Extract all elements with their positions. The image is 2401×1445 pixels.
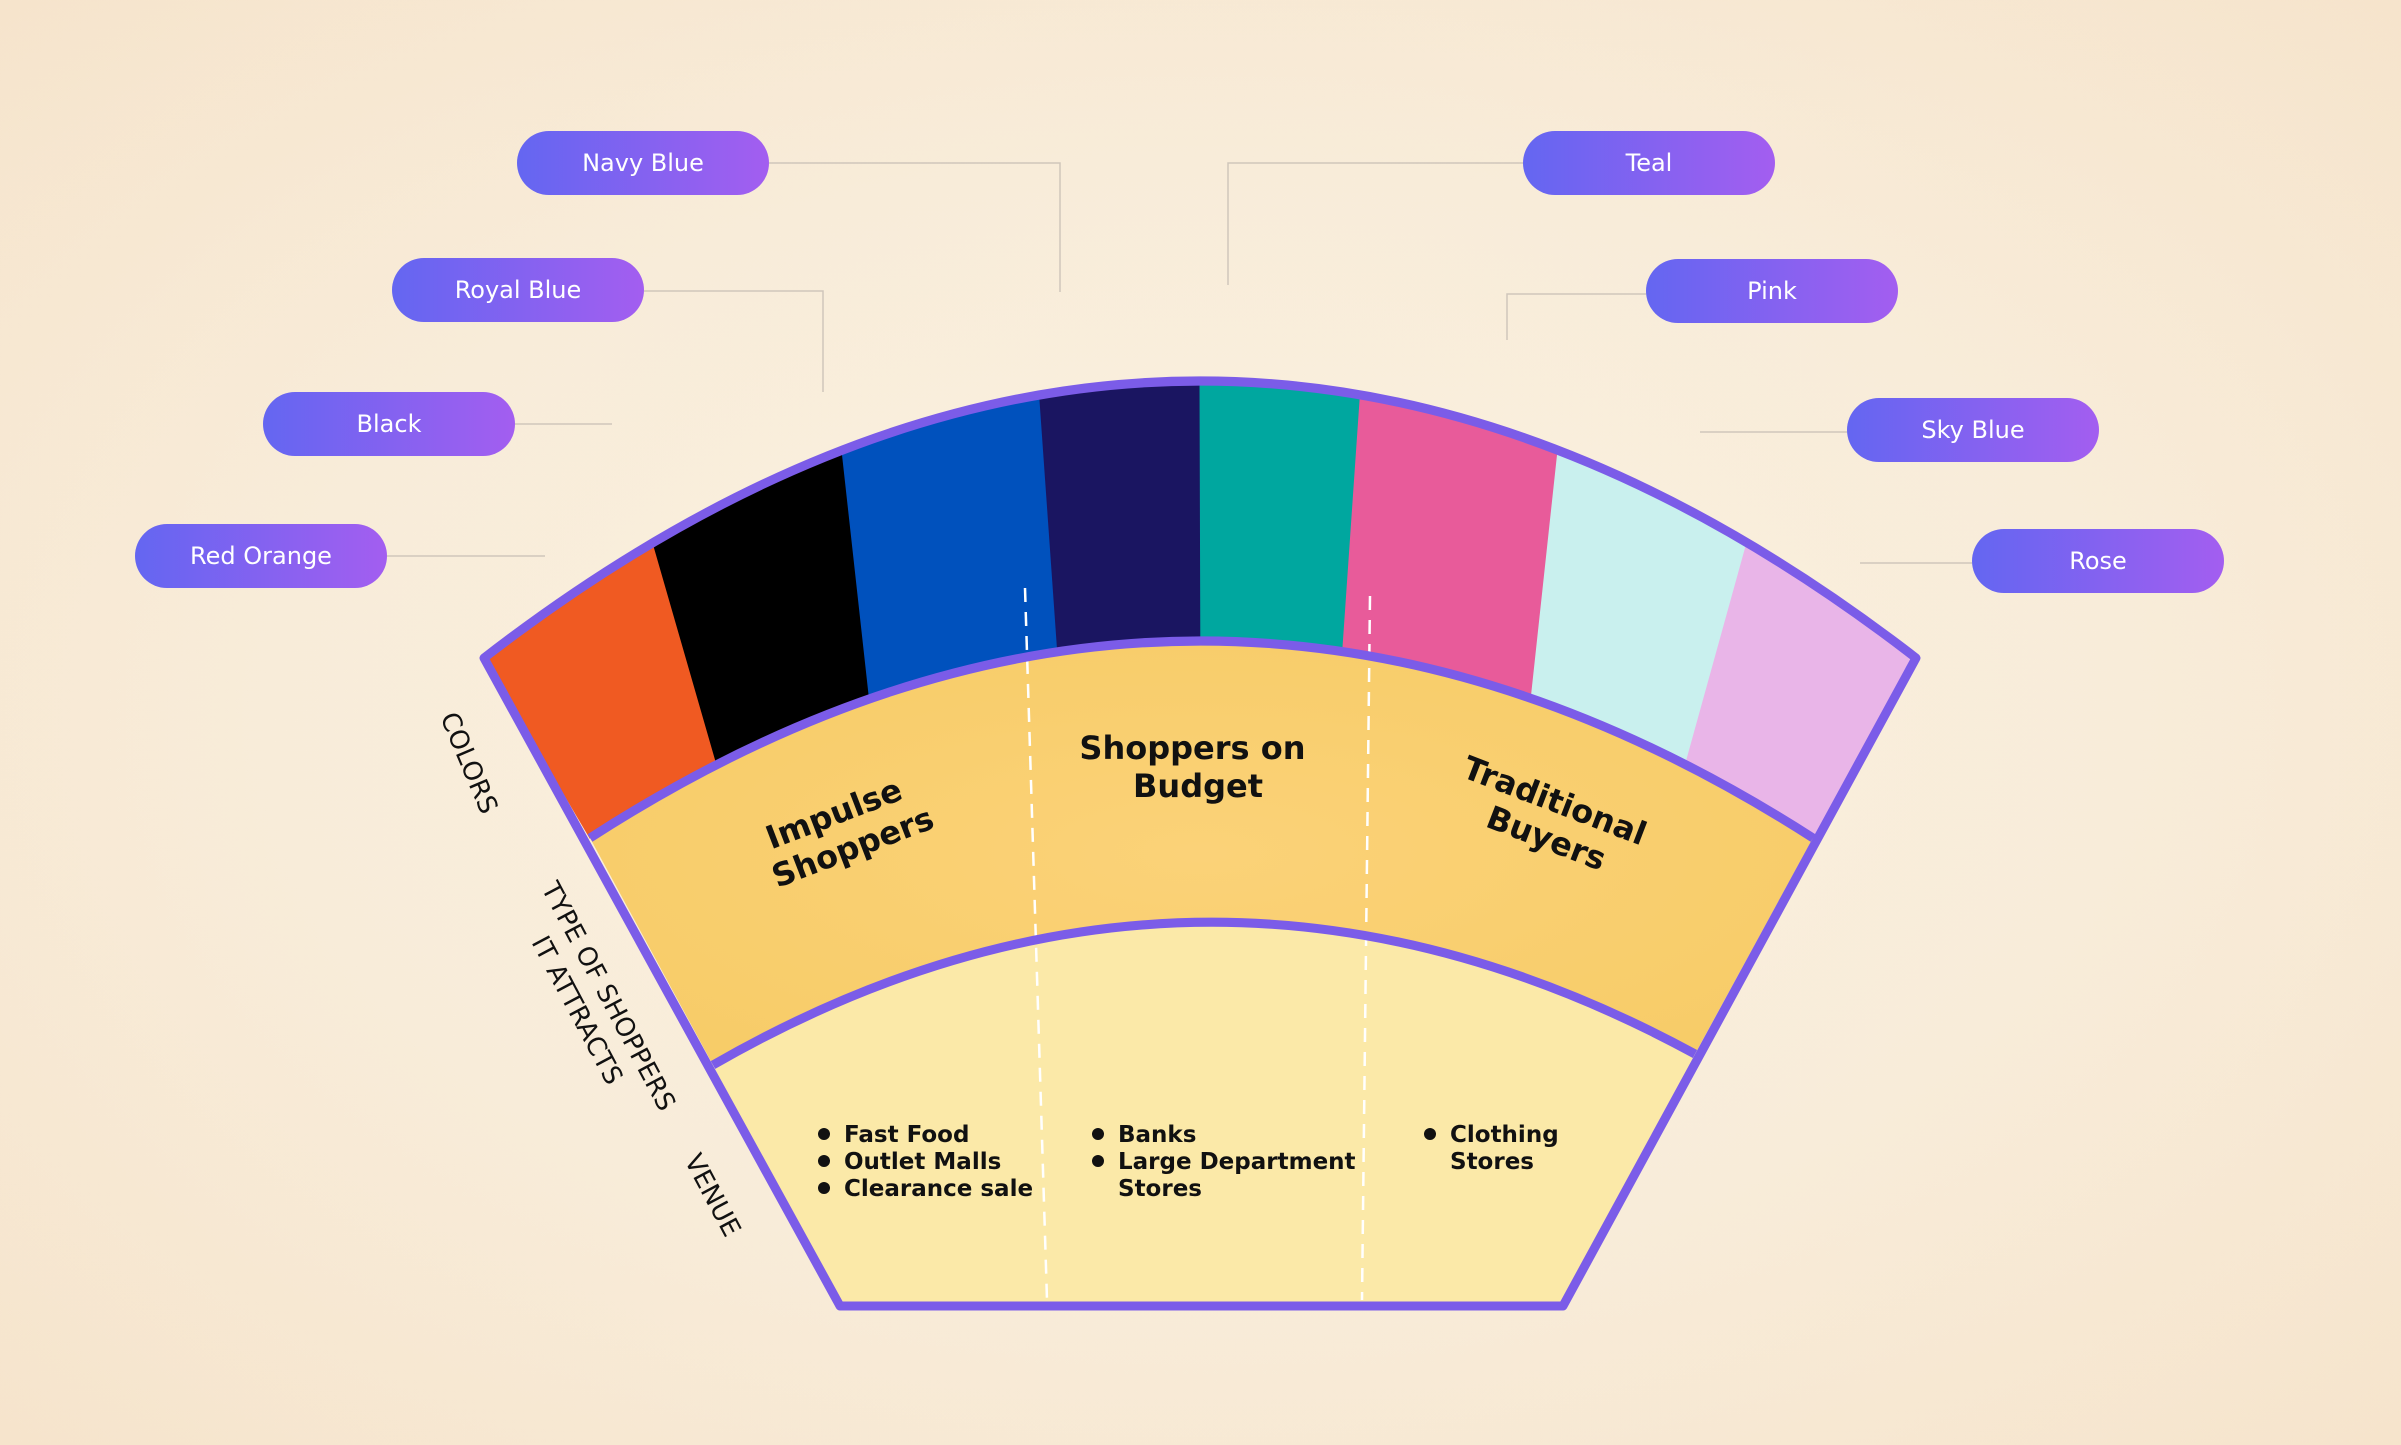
pill-label: Rose (2069, 547, 2127, 575)
venue-item: Clearance sale (844, 1176, 1033, 1202)
venue-item: Stores (1450, 1149, 1534, 1175)
color-pill-teal: Teal (1523, 131, 1775, 195)
outline-outer (479, 376, 1921, 1311)
side-label-venue: VENUE (678, 1149, 746, 1242)
color-pill-black: Black (263, 392, 515, 456)
bullet-dot (1092, 1128, 1104, 1140)
side-label-colors: COLORS (434, 708, 504, 818)
divider-right (1360, 595, 1372, 1301)
venue-band (713, 922, 1695, 1306)
pill-background (1646, 259, 1898, 323)
leader-navy-blue (769, 162, 1061, 292)
pill-label: Teal (1625, 149, 1673, 177)
leader-teal (1227, 162, 1523, 285)
venue-item: Fast Food (844, 1122, 969, 1148)
shopper-type-budget: Shoppers on Budget (1079, 729, 1316, 805)
pill-background (517, 131, 769, 195)
pill-background (1847, 398, 2099, 462)
pill-background (1972, 529, 2224, 593)
pill-label: Royal Blue (455, 276, 582, 304)
bullet-dot (818, 1182, 830, 1194)
color-segment-navy-blue (1039, 380, 1202, 653)
venue-item: Banks (1118, 1122, 1196, 1148)
pill-background (263, 392, 515, 456)
color-pill-sky-blue: Sky Blue (1847, 398, 2099, 462)
venue-item: Clothing (1450, 1122, 1559, 1148)
color-pill-pink: Pink (1646, 259, 1898, 323)
leader-pink (1506, 293, 1646, 340)
color-pill-red-orange: Red Orange (135, 524, 387, 588)
venue-item: Stores (1118, 1176, 1202, 1202)
pill-label: Red Orange (190, 542, 332, 570)
venue-item: Large Department (1118, 1149, 1356, 1175)
color-pill-rose: Rose (1972, 529, 2224, 593)
outline-mid-inner (710, 917, 1698, 1069)
leader-royal-blue (644, 290, 824, 392)
bullet-dot (1092, 1155, 1104, 1167)
pill-label: Navy Blue (582, 149, 704, 177)
pill-label: Pink (1747, 277, 1797, 305)
pill-label: Black (357, 410, 422, 438)
band-outlines (479, 376, 1921, 1311)
bullet-dot (818, 1128, 830, 1140)
pill-background (1523, 131, 1775, 195)
bullet-dot (1424, 1128, 1436, 1140)
bullet-dot (818, 1155, 830, 1167)
color-pills: Red Orange Black Royal Blue Navy Blue TealPi… (135, 131, 2224, 593)
outline-color-inner (587, 636, 1816, 842)
color-segment-teal (1199, 380, 1361, 653)
venue-item: Outlet Malls (844, 1149, 1001, 1175)
leader-lines (387, 162, 1972, 564)
pill-label: Sky Blue (1921, 416, 2024, 444)
shopper-type-band (590, 641, 1813, 1065)
column-dividers (1023, 587, 1372, 1301)
pill-background (392, 258, 644, 322)
color-pill-navy-blue: Navy Blue (517, 131, 769, 195)
pill-background (135, 524, 387, 588)
color-pill-royal-blue: Royal Blue (392, 258, 644, 322)
